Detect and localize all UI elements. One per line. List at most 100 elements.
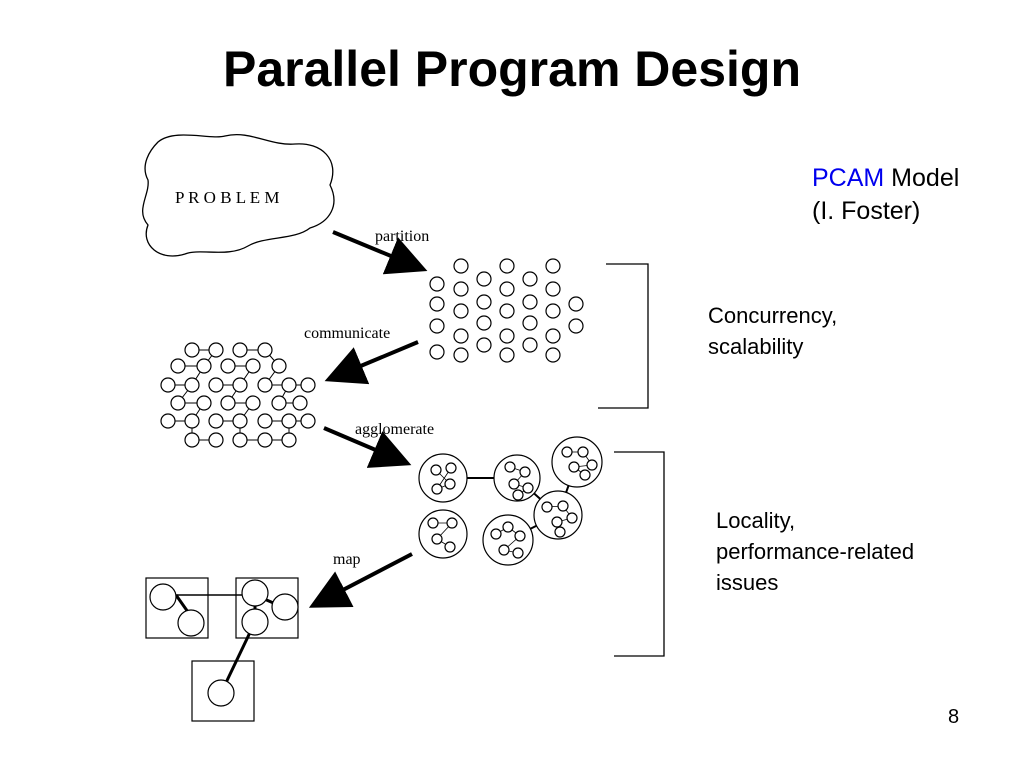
agglomerate-task-node	[427, 517, 439, 529]
locality-note-line1: Locality,	[716, 508, 796, 533]
agglomerate-task-node	[561, 446, 573, 458]
agglomerate-task-node	[490, 528, 502, 540]
slide-title: Parallel Program Design	[222, 41, 801, 97]
communicate-task-node	[196, 358, 212, 374]
partition-task-node	[568, 318, 584, 334]
agglomerate-group	[418, 453, 468, 503]
agglomerate-task-node	[508, 478, 520, 490]
communicate-arrow	[324, 340, 419, 385]
partition-task-node	[545, 258, 561, 274]
communicate-task-node	[281, 432, 297, 448]
communicate-task-node	[257, 377, 273, 393]
partition-task-node	[453, 328, 469, 344]
communicate-task-node	[208, 342, 224, 358]
communicate-task-node	[184, 377, 200, 393]
pcam-accent-text: PCAM	[812, 164, 885, 192]
partition-task-node	[499, 303, 515, 319]
communicate-task-node	[184, 342, 200, 358]
communicate-task-node	[281, 377, 297, 393]
communicate-task-node	[208, 432, 224, 448]
agglomerate-arrow	[323, 426, 412, 468]
mapped-task-node	[177, 609, 205, 637]
agglomerate-task-node	[444, 478, 456, 490]
partition-task-node	[545, 347, 561, 363]
model-word: Model	[884, 164, 960, 192]
partition-task-node	[499, 281, 515, 297]
partition-task-node	[453, 347, 469, 363]
mapped-task-node	[271, 593, 299, 621]
communicate-task-node	[196, 395, 212, 411]
partition-task-node	[476, 294, 492, 310]
communicate-task-node	[208, 413, 224, 429]
partition-task-node	[522, 315, 538, 331]
map-processors	[145, 577, 299, 722]
agglomerate-task-node	[541, 501, 553, 513]
communicate-task-node	[292, 395, 308, 411]
communicate-task-node	[257, 413, 273, 429]
locality-bracket	[614, 451, 665, 657]
partition-task-node	[476, 337, 492, 353]
agglomerate-task-node	[554, 526, 566, 538]
partition-task-node	[545, 281, 561, 297]
partition-task-node	[453, 281, 469, 297]
concurrency-note-line2: scalability	[708, 334, 804, 359]
partition-task-node	[429, 318, 445, 334]
agglomerate-task-node	[568, 461, 580, 473]
partition-task-node	[429, 344, 445, 360]
agglomerate-task-node	[512, 489, 524, 501]
agglomerate-task-node	[498, 544, 510, 556]
communicate-task-node	[170, 395, 186, 411]
communicate-task-node	[160, 377, 176, 393]
communicate-graph	[160, 342, 316, 448]
communicate-task-node	[257, 342, 273, 358]
partition-task-node	[453, 303, 469, 319]
communicate-task-node	[220, 395, 236, 411]
partition-task-node	[429, 296, 445, 312]
partition-task-node	[545, 328, 561, 344]
locality-note-line2: performance-related	[716, 539, 915, 564]
agglomerate-task-node	[431, 483, 443, 495]
communicate-task-node	[232, 342, 248, 358]
communicate-task-node	[300, 377, 316, 393]
agglomerate-label: agglomerate	[355, 421, 434, 438]
agglomerate-task-node	[446, 517, 458, 529]
communicate-task-node	[208, 377, 224, 393]
partition-task-node	[453, 258, 469, 274]
communicate-label: communicate	[304, 325, 390, 342]
map-label: map	[333, 551, 361, 568]
partition-task-node	[476, 271, 492, 287]
partition-task-node	[499, 328, 515, 344]
model-author: (I. Foster)	[812, 197, 921, 225]
communicate-task-node	[257, 432, 273, 448]
communicate-task-node	[245, 358, 261, 374]
page-number: 8	[948, 706, 960, 728]
mapped-task-node	[241, 579, 269, 607]
partition-task-node	[476, 315, 492, 331]
communicate-task-node	[300, 413, 316, 429]
agglomerate-task-node	[577, 446, 589, 458]
mapped-task-node	[241, 608, 269, 636]
agglomerate-task-node	[522, 482, 534, 494]
communicate-task-node	[232, 413, 248, 429]
partition-task-node	[522, 294, 538, 310]
agglomerate-task-node	[445, 462, 457, 474]
agglomerate-task-node	[430, 464, 442, 476]
agglomerate-task-node	[431, 533, 443, 545]
communicate-task-node	[232, 377, 248, 393]
agglomerate-task-node	[512, 547, 524, 559]
problem-label: P R O B L E M	[175, 188, 280, 207]
communicate-task-node	[271, 358, 287, 374]
mapped-task-node	[149, 583, 177, 611]
partition-task-node	[522, 271, 538, 287]
agglomerate-groups	[418, 436, 603, 566]
concurrency-note: Concurrency, scalability	[708, 300, 837, 362]
agglomerate-task-node	[579, 469, 591, 481]
partition-tasks	[429, 258, 584, 363]
agglomerate-task-node	[514, 530, 526, 542]
communicate-task-node	[160, 413, 176, 429]
partition-task-node	[568, 296, 584, 312]
communicate-task-node	[184, 432, 200, 448]
partition-task-node	[499, 258, 515, 274]
communicate-task-node	[220, 358, 236, 374]
